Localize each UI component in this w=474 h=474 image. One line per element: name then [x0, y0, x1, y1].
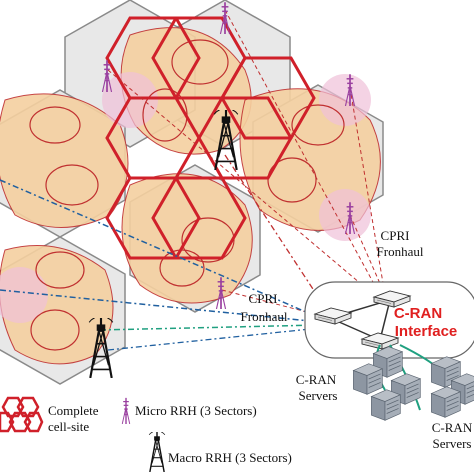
legend-complete-cell-site-2: cell-site	[48, 419, 89, 434]
cpri-label-top-2: Fronhaul	[377, 244, 424, 259]
sector-ellipse	[291, 104, 345, 146]
cran-interface-label-2: Interface	[395, 323, 458, 340]
complete-cell-site-legend-icon	[0, 396, 44, 433]
coverage-pink	[0, 267, 48, 323]
cpri-label-top-1: CPRI	[381, 228, 410, 243]
fronthaul-link	[224, 154, 331, 316]
svg-text:CPRI: CPRI	[249, 291, 278, 306]
legend-micro-rrh: Micro RRH (3 Sectors)	[135, 403, 257, 418]
cran-servers-left-label-2: Servers	[299, 388, 338, 403]
switch-link	[379, 299, 391, 341]
cran-interface-label-1: C-RAN	[394, 305, 442, 322]
cpri-label-mid-2: Fronhaul	[241, 309, 288, 324]
svg-text:Servers: Servers	[299, 388, 338, 403]
svg-text:Complete: Complete	[48, 403, 99, 418]
coverage-pink	[319, 189, 371, 241]
sector-ellipse	[30, 309, 80, 351]
cran-servers-right-label-2: Servers	[433, 436, 472, 451]
legend-complete-cell-site-1: Complete	[48, 403, 99, 418]
fronthaul-link	[99, 324, 321, 331]
sector-ellipse	[45, 164, 99, 206]
svg-text:CPRI: CPRI	[381, 228, 410, 243]
coverage-pink	[319, 74, 371, 126]
legend: Complete cell-site Micro RRH (3 Sectors)…	[0, 396, 292, 472]
fronthaul-link	[107, 69, 381, 301]
cran-interface-cloud: C-RAN Interface	[304, 281, 474, 359]
svg-text:Macro RRH (3 Sectors): Macro RRH (3 Sectors)	[168, 450, 292, 465]
legend-macro-rrh: Macro RRH (3 Sectors)	[168, 450, 292, 465]
sector-ellipse	[267, 157, 317, 203]
micro-rrh-antenna-icon	[121, 397, 131, 424]
sector-ellipse	[171, 39, 229, 85]
fronthaul-link	[0, 289, 321, 323]
sector-ellipse	[29, 106, 81, 144]
cpri-label-mid-1: CPRI	[249, 291, 278, 306]
fronthaul-link	[107, 327, 321, 351]
fronthaul-link	[224, 9, 381, 296]
svg-text:Interface: Interface	[395, 323, 458, 340]
svg-text:C-RAN: C-RAN	[394, 305, 442, 322]
fronthaul-link	[0, 179, 321, 319]
sector-ellipse	[35, 251, 85, 289]
svg-text:Fronhaul: Fronhaul	[377, 244, 424, 259]
svg-text:C-RAN: C-RAN	[296, 372, 337, 387]
svg-text:cell-site: cell-site	[48, 419, 89, 434]
svg-text:Micro RRH (3 Sectors): Micro RRH (3 Sectors)	[135, 403, 257, 418]
cran-servers-left-label-1: C-RAN	[296, 372, 337, 387]
svg-text:Servers: Servers	[433, 436, 472, 451]
server-rack-icon	[353, 363, 383, 395]
complete-cell-site-outline	[105, 16, 316, 260]
server-rack-icon	[371, 389, 401, 421]
server-rack-icon	[431, 386, 461, 418]
fronthaul-links	[0, 9, 386, 351]
macro-rrh-tower-icon	[148, 432, 166, 472]
cran-servers-right-label-1: C-RAN	[432, 420, 473, 435]
svg-text:Fronhaul: Fronhaul	[241, 309, 288, 324]
svg-text:C-RAN: C-RAN	[432, 420, 473, 435]
